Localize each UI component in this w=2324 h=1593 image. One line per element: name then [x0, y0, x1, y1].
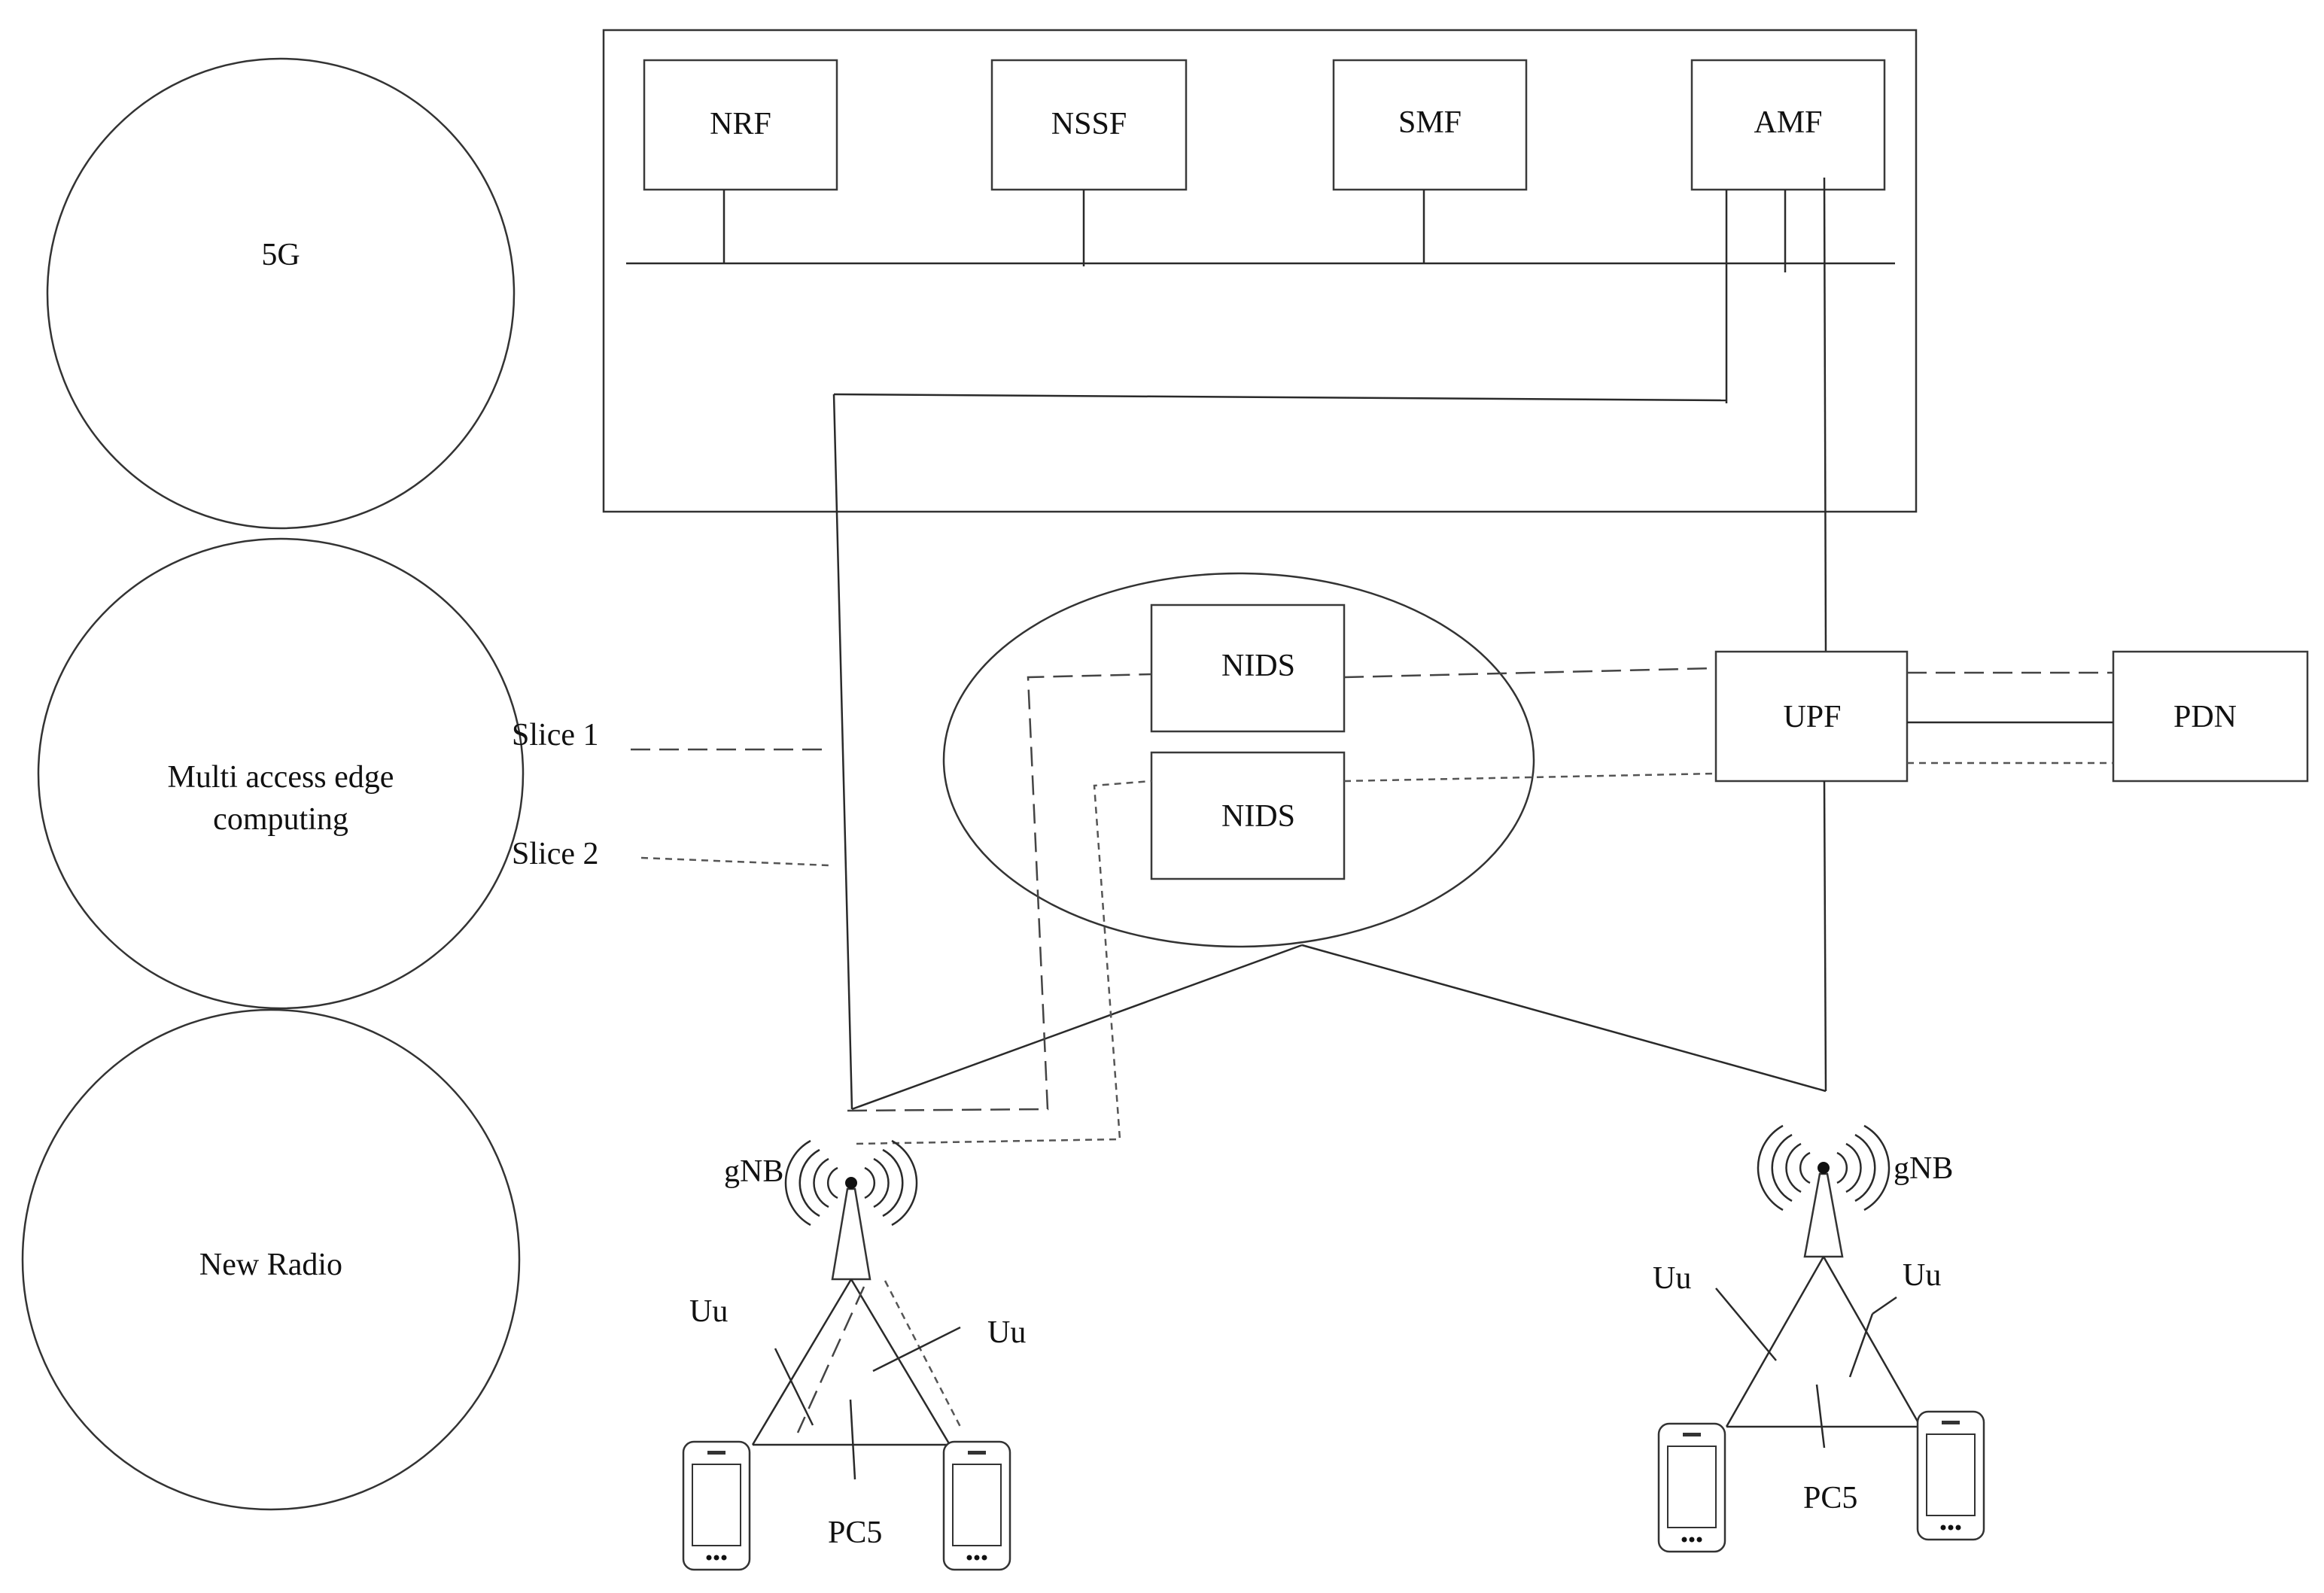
ran-right-uu-left-link: [1725, 1256, 1825, 1427]
ran-left-slice1-uu: [796, 1286, 865, 1433]
pdn-label: PDN: [2173, 700, 2237, 734]
nssf-label: NSSF: [1051, 107, 1127, 141]
layer-5g-circle: [46, 57, 516, 530]
nids-bottom-label: NIDS: [1221, 799, 1295, 834]
nids-top-upf-slice1-link: [1343, 667, 1717, 679]
layer-new-radio: New Radio: [21, 1008, 521, 1511]
ran-left-ue2-phone-icon: [942, 1440, 1011, 1571]
layer-5g-label: 5G: [261, 238, 300, 272]
ran-right-uu-right-link: [1822, 1256, 1922, 1427]
nids-top-label: NIDS: [1221, 649, 1295, 683]
nrf-box: [643, 59, 838, 191]
ran-left-uu-right-label: Uu: [987, 1315, 1026, 1350]
upf-box: [1714, 650, 1909, 783]
ran-left-slice2-uu: [884, 1280, 962, 1427]
ran-left-antenna-icon: [784, 1139, 918, 1281]
layer-mec-label-line1: Multi access edge: [168, 760, 394, 795]
ran-left-uu-left-tick: [774, 1348, 814, 1426]
ran-left-uu-right-tick: [872, 1326, 961, 1373]
layer-5g: 5G: [46, 57, 516, 530]
ran-left-gnb-label: gNB: [724, 1154, 783, 1189]
ran-right-uu-right-tick2: [1848, 1313, 1874, 1378]
ran-left-uu-left-label: Uu: [689, 1294, 728, 1329]
edge-to-left-gnb-link: [851, 944, 1303, 1111]
slice1-label: Slice 1: [512, 718, 598, 752]
smf-box: [1332, 59, 1528, 191]
ran-right-uu-right-tick: [1872, 1296, 1897, 1315]
mec-edge-ellipse: [942, 572, 1535, 948]
upf-label: UPF: [1783, 700, 1841, 734]
layer-mec-label-line2: computing: [213, 802, 348, 837]
ran-right-uu-left-tick: [1715, 1287, 1777, 1361]
nids-bottom-box: [1150, 751, 1346, 880]
layer-mec: Multi access edge computing: [37, 537, 525, 1010]
slice2-legend-line: [640, 856, 830, 867]
layer-mec-circle: [37, 537, 525, 1010]
slice2-label: Slice 2: [512, 837, 598, 871]
ran-right: gNB Uu Uu PC5: [1653, 1124, 1985, 1553]
amf-to-upf-link: [1823, 177, 1827, 654]
mec-edge: NIDS NIDS: [942, 572, 1535, 948]
amf-label: AMF: [1754, 105, 1822, 140]
ran-right-uu-left-label: Uu: [1653, 1261, 1691, 1296]
ran-right-pc5-label: PC5: [1803, 1481, 1857, 1515]
edge-to-right-gnb-link: [1301, 944, 1827, 1093]
ran-right-uu-right-label: Uu: [1903, 1258, 1941, 1293]
ran-left-ue1-phone-icon: [682, 1440, 751, 1571]
layer-new-radio-label: New Radio: [199, 1248, 342, 1282]
layer-new-radio-circle: [21, 1008, 521, 1511]
amf-to-left-gnb-horizontal: [833, 393, 1727, 402]
nssf-box: [990, 59, 1188, 191]
slice2-path-left-gnb-to-nids: [856, 780, 1152, 1145]
ran-right-ue2-phone-icon: [1916, 1410, 1985, 1541]
nids-bottom-upf-slice2-link: [1343, 772, 1717, 783]
ran-left-uu-right-link: [850, 1278, 951, 1446]
core-network: NRF NSSF SMF AMF: [602, 29, 1918, 654]
core-to-left-gnb-link: [832, 394, 853, 1110]
amf-box: [1690, 59, 1886, 191]
ran-left: gNB Uu Uu PC5: [682, 1139, 1026, 1571]
ran-right-antenna-icon: [1757, 1124, 1891, 1258]
upf-to-right-gnb-link: [1823, 780, 1827, 1092]
ran-right-ue1-phone-icon: [1657, 1422, 1726, 1553]
nids-top-box: [1150, 603, 1346, 733]
slice1-path-left-gnb-to-nids: [847, 673, 1152, 1112]
ran-left-uu-left-link: [751, 1278, 853, 1446]
pdn-box: [2112, 650, 2309, 783]
ran-right-gnb-label: gNB: [1894, 1151, 1953, 1186]
smf-label: SMF: [1398, 105, 1462, 140]
ran-left-pc5-tick: [849, 1399, 856, 1480]
core-network-frame: [602, 29, 1918, 513]
ran-right-pc5-tick: [1815, 1384, 1826, 1449]
ran-left-pc5-label: PC5: [828, 1515, 882, 1550]
slice-legend: Slice 1 Slice 2: [512, 718, 830, 871]
nrf-label: NRF: [710, 107, 771, 141]
